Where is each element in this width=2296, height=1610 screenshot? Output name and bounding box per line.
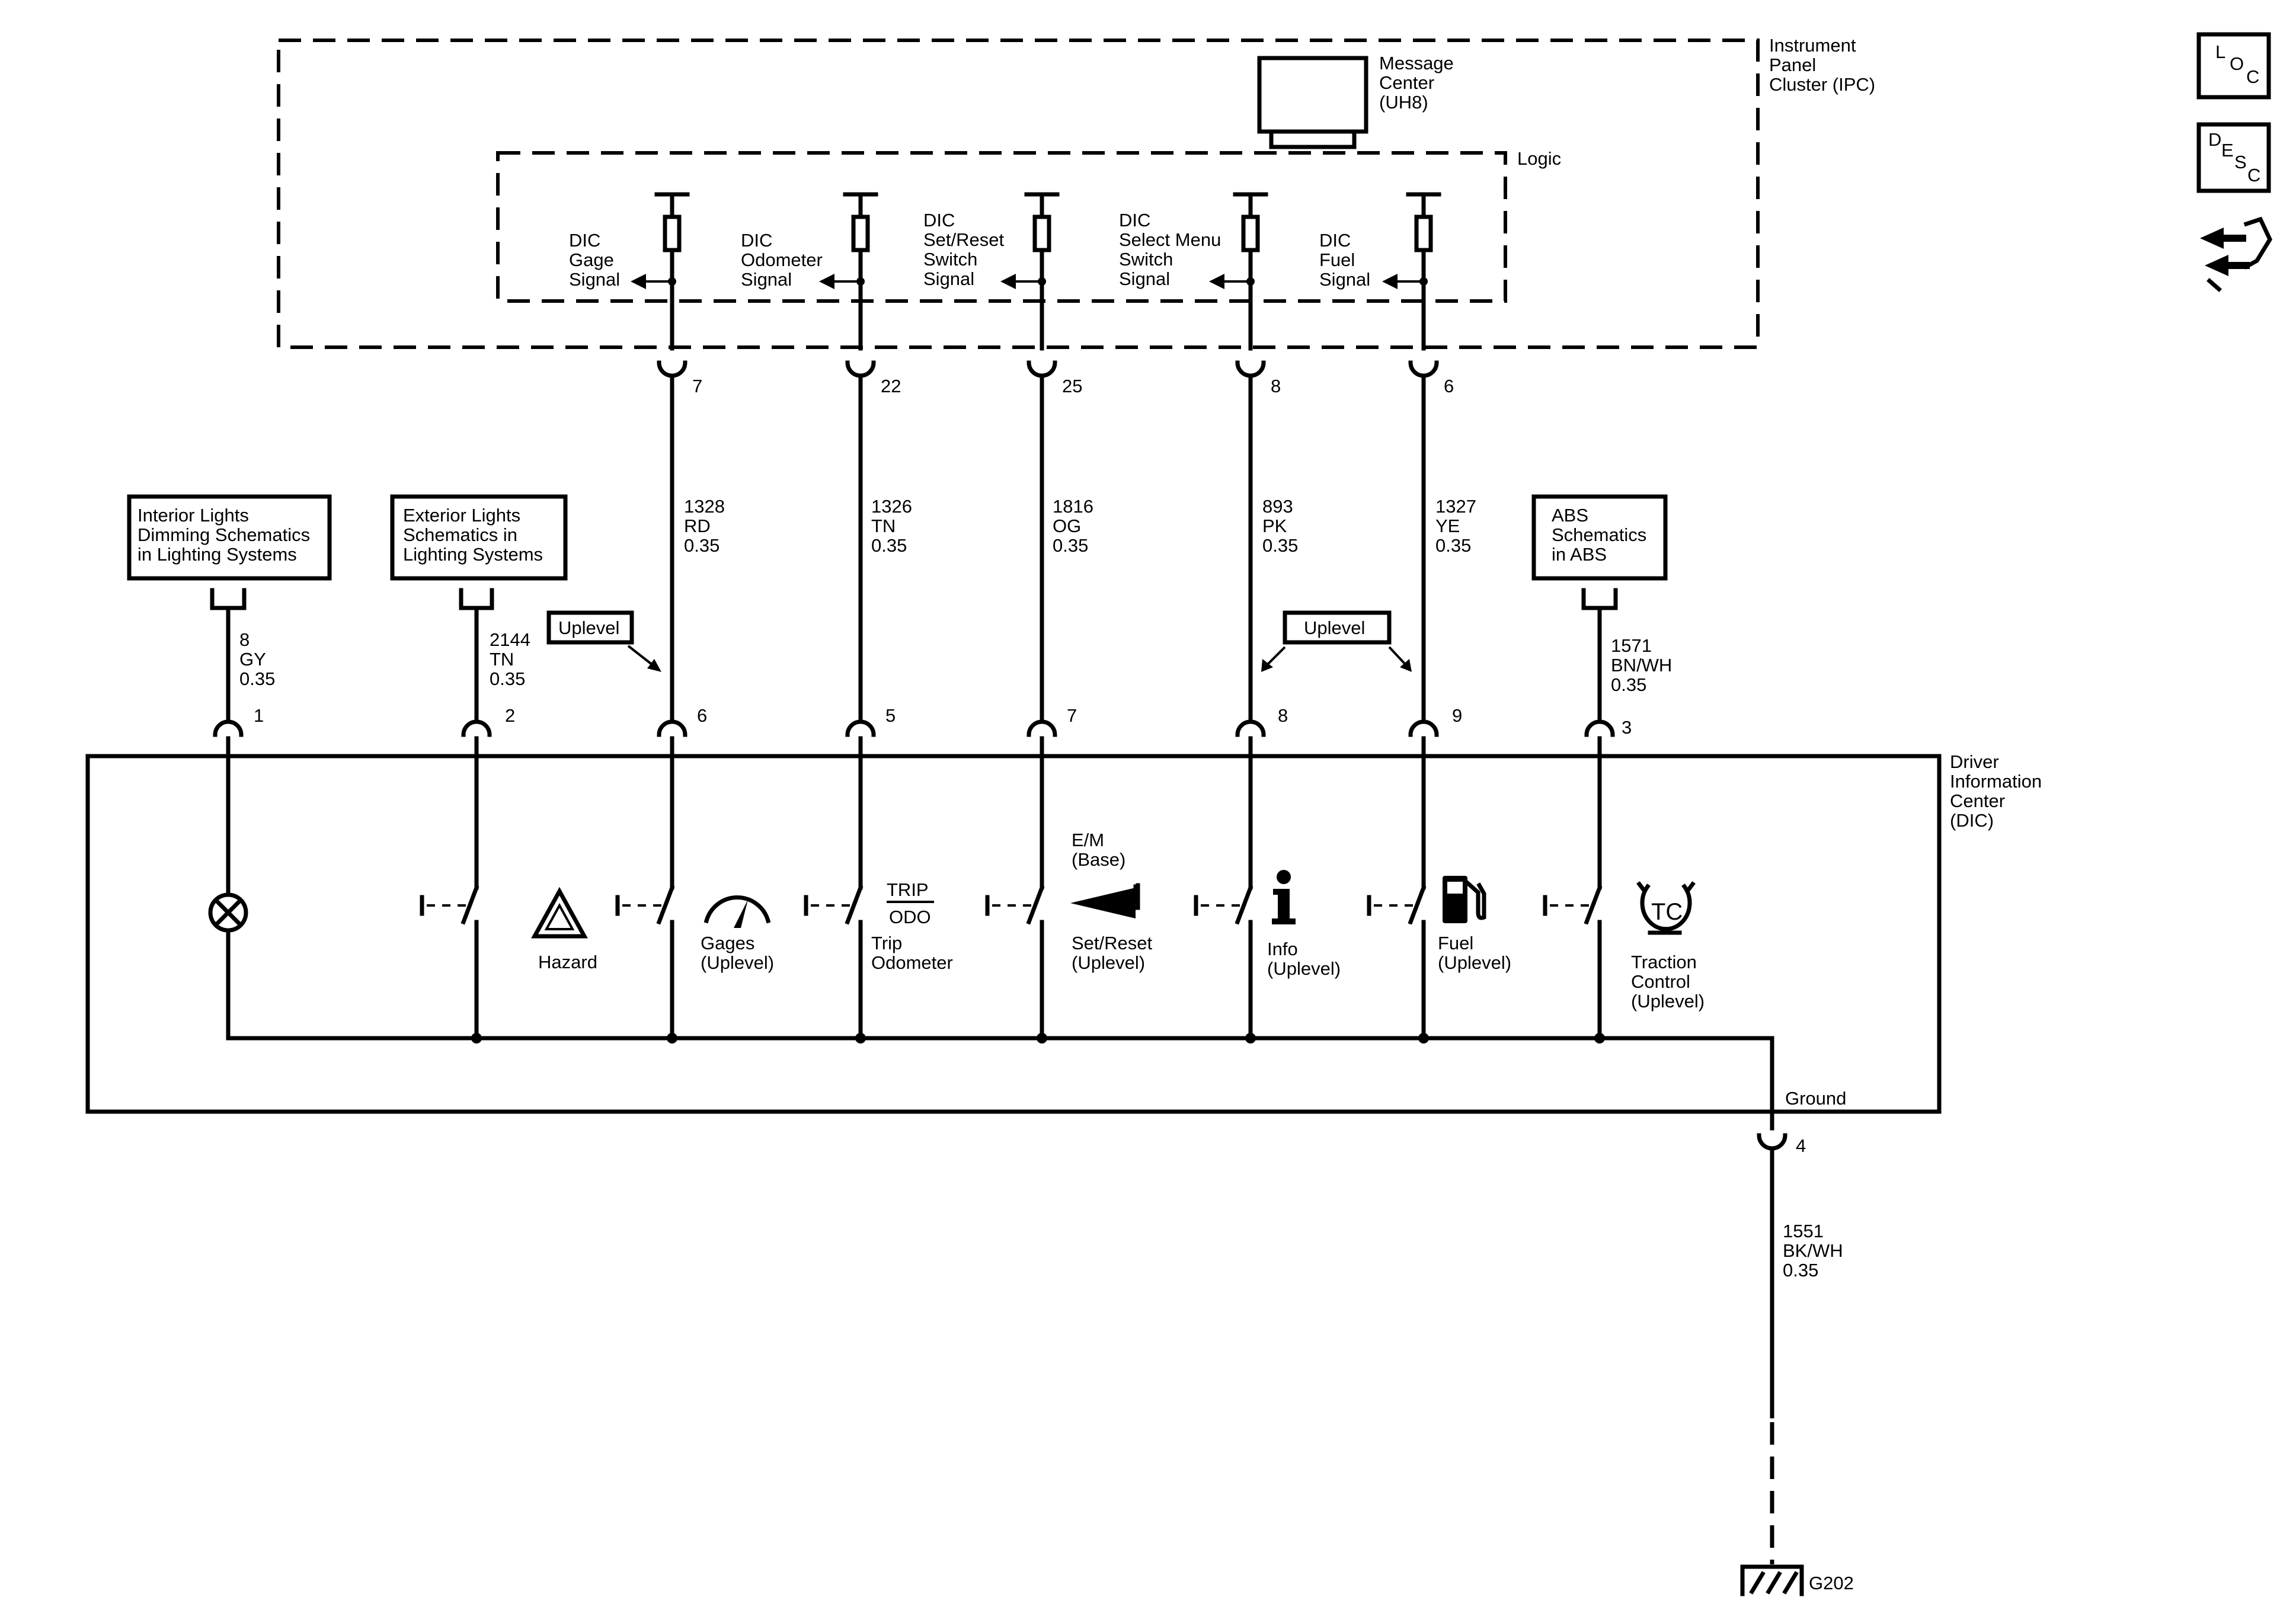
message-center-box xyxy=(1257,56,1368,134)
fuel-label: Fuel (Uplevel) xyxy=(1438,933,1511,973)
em-base-label: E/M (Base) xyxy=(1072,830,1125,870)
ipc-pin-22: 22 xyxy=(881,376,901,396)
ipc-boundary xyxy=(277,39,1760,349)
arrow-left-icon xyxy=(1209,274,1224,289)
signal-select-menu-label: DIC Select Menu Switch Signal xyxy=(1119,210,1226,289)
desc-button[interactable]: D E S C xyxy=(2196,122,2271,193)
svg-text:2144 TN 0.35: 2144 TN 0.35 xyxy=(490,629,536,689)
info-icon xyxy=(1272,870,1296,924)
signal-wires xyxy=(670,373,1426,721)
signal-odometer: DIC Odometer Signal xyxy=(741,192,878,351)
wire-1326: 1326 TN 0.35 xyxy=(871,496,917,556)
logic-boundary xyxy=(496,151,1507,303)
dic-switches xyxy=(420,885,1603,925)
dic-pin-6: 6 xyxy=(697,705,707,726)
gages-label: Gages (Uplevel) xyxy=(701,933,774,973)
arrow-left-icon xyxy=(631,274,646,289)
lamp-icon xyxy=(208,892,248,933)
svg-text:C: C xyxy=(2246,66,2259,87)
wire-1328: 1328 RD 0.35 xyxy=(684,496,730,556)
svg-text:O: O xyxy=(2230,53,2244,74)
loc-button[interactable]: L O C xyxy=(2196,32,2271,100)
signal-fuel: DIC Fuel Signal xyxy=(1319,192,1441,351)
ground-symbol-icon xyxy=(1740,1564,1804,1596)
arrow-left-icon xyxy=(1000,274,1016,289)
signal-odometer-label: DIC Odometer Signal xyxy=(741,230,827,290)
svg-text:L: L xyxy=(2215,41,2225,62)
dic-pin-3: 3 xyxy=(1622,717,1632,738)
arrow-left-icon xyxy=(1382,274,1398,289)
wire-1816: 1816 OG 0.35 xyxy=(1053,496,1099,556)
ground-bus xyxy=(226,1033,1774,1131)
logic-label: Logic xyxy=(1517,148,1561,169)
dic-label: Driver Information Center (DIC) xyxy=(1950,751,2047,831)
ipc-pin-25: 25 xyxy=(1062,376,1082,396)
wire-1327: 1327 YE 0.35 xyxy=(1435,496,1482,556)
ipc-pin-6: 6 xyxy=(1444,376,1454,396)
traction-control-icon: TC xyxy=(1636,881,1696,935)
fuel-pump-icon xyxy=(1443,876,1486,923)
ipc-pin-7: 7 xyxy=(692,376,702,396)
svg-text:Interior Lights Dimming: Interior Lights Dimming Schematics in Li… xyxy=(137,505,315,565)
gauge-icon xyxy=(703,895,771,928)
signal-set-reset: DIC Set/Reset Switch Signal xyxy=(923,192,1060,351)
svg-text:8 GY 0.35: 8 GY 0.35 xyxy=(239,629,275,689)
svg-text:Uplevel: Uplevel xyxy=(1304,617,1365,638)
svg-text:ABS Schematics in: ABS Schematics in ABS xyxy=(1552,505,1652,565)
svg-text:C: C xyxy=(2247,165,2260,185)
trip-odo-icon: TRIP ODO xyxy=(887,879,934,927)
dic-pin-9: 9 xyxy=(1452,705,1462,726)
ground-pin-4: 4 xyxy=(1796,1135,1806,1156)
ipc-label: Instrument Panel Cluster (IPC) xyxy=(1769,35,1875,95)
traction-control-label: Traction Control (Uplevel) xyxy=(1631,952,1705,1012)
svg-text:S: S xyxy=(2234,152,2247,172)
set-reset-label: Set/Reset (Uplevel) xyxy=(1072,933,1157,973)
message-center-label: Message Center (UH8) xyxy=(1379,53,1459,113)
ref-exterior-lights: Exterior Lights Schematics in Lighting S… xyxy=(390,494,568,721)
trip-odometer-label: Trip Odometer xyxy=(871,933,953,973)
dic-pin-2: 2 xyxy=(505,705,515,726)
svg-text:ODO: ODO xyxy=(889,907,931,927)
hazard-label: Hazard xyxy=(538,952,597,972)
signal-gage-label: DIC Gage Signal xyxy=(569,230,620,290)
dic-internal-wires xyxy=(226,736,1602,1039)
dic-pin-1: 1 xyxy=(254,705,264,726)
signal-fuel-label: DIC Fuel Signal xyxy=(1319,230,1370,290)
signal-select-menu: DIC Select Menu Switch Signal xyxy=(1119,192,1268,351)
svg-text:Uplevel: Uplevel xyxy=(558,617,619,638)
svg-text:TRIP: TRIP xyxy=(887,879,929,900)
info-label: Info (Uplevel) xyxy=(1267,939,1341,979)
uplevel-callout-left: Uplevel xyxy=(546,610,661,672)
ground-point-label: G202 xyxy=(1809,1573,1854,1593)
wire-893: 893 PK 0.35 xyxy=(1262,496,1298,556)
svg-text:Exterior Lights Schemati: Exterior Lights Schematics in Lighting S… xyxy=(403,505,543,565)
dic-connectors xyxy=(213,719,1615,737)
hazard-triangle-icon xyxy=(531,886,588,939)
dic-pin-5: 5 xyxy=(885,705,896,726)
signal-set-reset-label: DIC Set/Reset Switch Signal xyxy=(923,210,1009,289)
ref-interior-lights: Interior Lights Dimming Schematics in Li… xyxy=(127,494,332,721)
uplevel-callout-right: Uplevel xyxy=(1261,610,1412,672)
svg-text:D: D xyxy=(2208,129,2221,150)
ipc-pin-8: 8 xyxy=(1271,376,1281,396)
ref-abs: ABS Schematics in ABS 1571 BN/WH 0.35 xyxy=(1531,494,1677,721)
signal-gage: DIC Gage Signal xyxy=(569,192,690,351)
dic-boundary xyxy=(85,754,1942,1114)
svg-text:TC: TC xyxy=(1651,899,1683,925)
wrench-icon[interactable] xyxy=(2200,216,2272,292)
svg-text:1571 BN/WH 0.35: 1571 BN/WH 0.35 xyxy=(1611,635,1677,695)
ground-wire-callout: 1551 BK/WH 0.35 xyxy=(1783,1221,1848,1281)
dic-pin-7: 7 xyxy=(1067,705,1077,726)
svg-text:E: E xyxy=(2221,140,2234,161)
dic-pin-8: 8 xyxy=(1278,705,1288,726)
ipc-connectors xyxy=(657,360,1439,378)
ground-label: Ground xyxy=(1785,1088,1846,1109)
set-reset-arrow-icon xyxy=(1070,883,1140,918)
arrow-left-icon xyxy=(819,274,834,289)
